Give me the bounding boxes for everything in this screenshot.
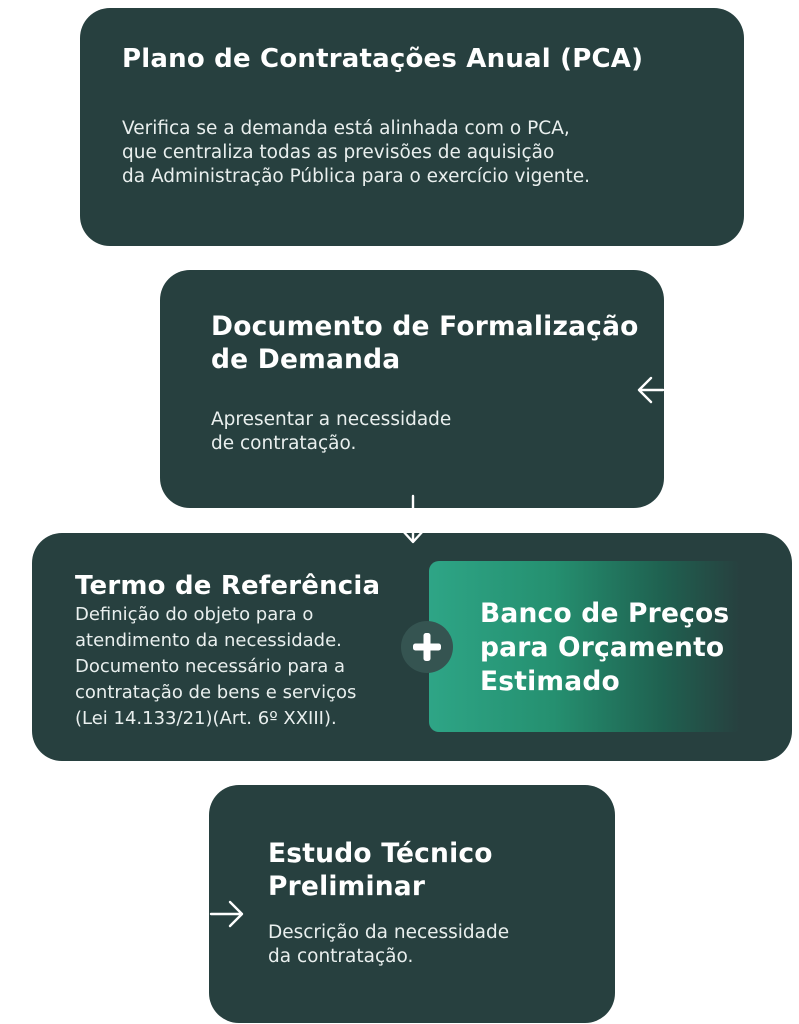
banco-title-line: para Orçamento (480, 632, 725, 663)
dfd-card: Documento de Formalização de Demanda Apr… (160, 270, 664, 508)
plus-badge (401, 621, 453, 673)
termo-description-line: contratação de bens e serviços (75, 682, 357, 703)
etp-title-line: Preliminar (268, 871, 426, 902)
termo-description-line: atendimento da necessidade. (75, 630, 342, 651)
termo-description-line: Definição do objeto para o (75, 604, 314, 625)
termo-description: Definição do objeto para o atendimento d… (75, 602, 356, 732)
arrow-left-icon (637, 376, 665, 404)
etp-title: Estudo Técnico Preliminar (268, 837, 493, 903)
etp-description: Descrição da necessidade da contratação. (268, 921, 509, 969)
pca-description-line: da Administração Pública para o exercíci… (122, 166, 590, 187)
termo-description-line: Documento necessário para a (75, 656, 345, 677)
termo-title: Termo de Referência (75, 571, 381, 601)
dfd-description-line: Apresentar a necessidade (211, 409, 452, 430)
dfd-description-line: de contratação. (211, 433, 357, 454)
plus-icon (413, 633, 441, 661)
arrow-down-icon (400, 494, 426, 544)
dfd-description: Apresentar a necessidade de contratação. (211, 408, 451, 456)
etp-description-line: Descrição da necessidade (268, 922, 510, 943)
pca-description-line: que centraliza todas as previsões de aqu… (122, 142, 555, 163)
dfd-title-line: de Demanda (211, 344, 401, 375)
banco-title: Banco de Preços para Orçamento Estimado (480, 597, 729, 699)
pca-card: Plano de Contratações Anual (PCA) Verifi… (80, 8, 744, 246)
pca-description-line: Verifica se a demanda está alinhada com … (122, 118, 570, 139)
pca-description: Verifica se a demanda está alinhada com … (122, 117, 590, 189)
dfd-title: Documento de Formalização de Demanda (211, 310, 639, 376)
banco-title-line: Estimado (480, 666, 620, 697)
arrow-right-icon (209, 900, 244, 928)
termo-description-line: (Lei 14.133/21)(Art. 6º XXIII). (75, 708, 337, 729)
pca-title: Plano de Contratações Anual (PCA) (122, 44, 644, 74)
etp-title-line: Estudo Técnico (268, 838, 493, 869)
etp-card: Estudo Técnico Preliminar Descrição da n… (209, 785, 615, 1023)
etp-description-line: da contratação. (268, 946, 414, 967)
banco-title-line: Banco de Preços (480, 598, 730, 629)
banco-precos-panel: Banco de Preços para Orçamento Estimado (429, 561, 740, 732)
dfd-title-line: Documento de Formalização (211, 311, 639, 342)
